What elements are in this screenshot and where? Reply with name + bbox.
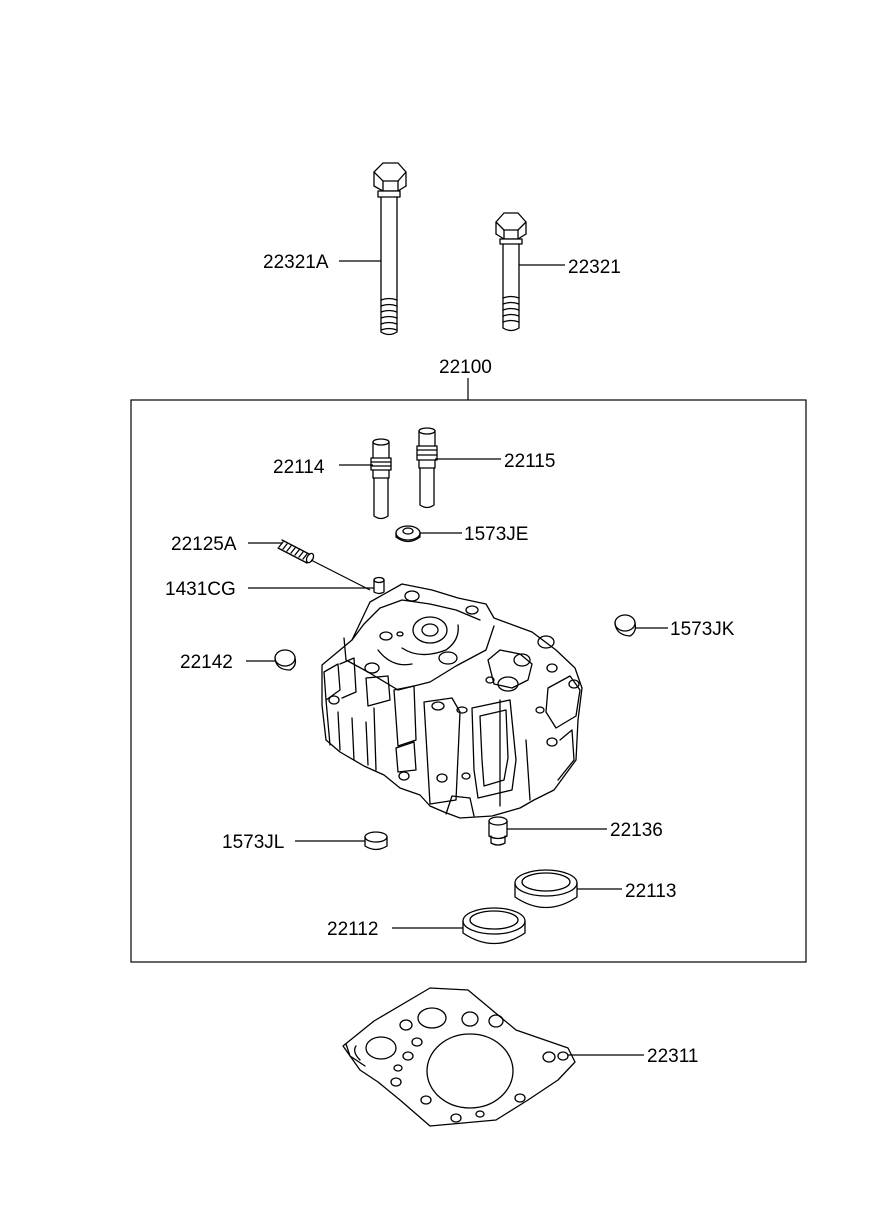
label-plug-1573jk: 1573JK [670,619,735,640]
label-plug-22142: 22142 [180,652,233,673]
label-washer-1573je: 1573JE [464,524,528,545]
washer-1573je [395,525,421,543]
stud-22125a [277,539,315,564]
bolt-long-22321a [373,162,407,336]
label-gasket: 22311 [647,1046,698,1067]
label-ring-22112: 22112 [327,919,378,940]
head-gasket-22311 [342,987,576,1127]
label-head-assembly: 22100 [439,357,492,378]
label-stud: 22125A [171,534,237,555]
plug-1573jk [614,614,637,637]
label-guide-exhaust: 22115 [504,451,555,472]
label-ring-22113: 22113 [625,881,676,902]
ring-22113 [514,869,578,909]
plug-1573jl [364,831,388,851]
label-plug-1573jl: 1573JL [222,832,284,853]
ring-22112 [462,907,526,945]
valve-guide-22115 [416,427,438,509]
pin-1431cg [373,576,385,595]
label-guide-intake: 22114 [273,457,325,478]
plug-22142 [274,649,297,671]
label-bolt-long: 22321A [263,252,329,273]
valve-guide-22114 [370,438,392,520]
label-pin: 1431CG [165,579,236,600]
bolt-short-22321 [495,212,527,332]
cylinder-head [321,583,583,819]
dowel-22136 [488,816,508,846]
label-bolt-short: 22321 [568,257,621,278]
label-dowel: 22136 [610,820,663,841]
leader-lines [246,260,668,1056]
